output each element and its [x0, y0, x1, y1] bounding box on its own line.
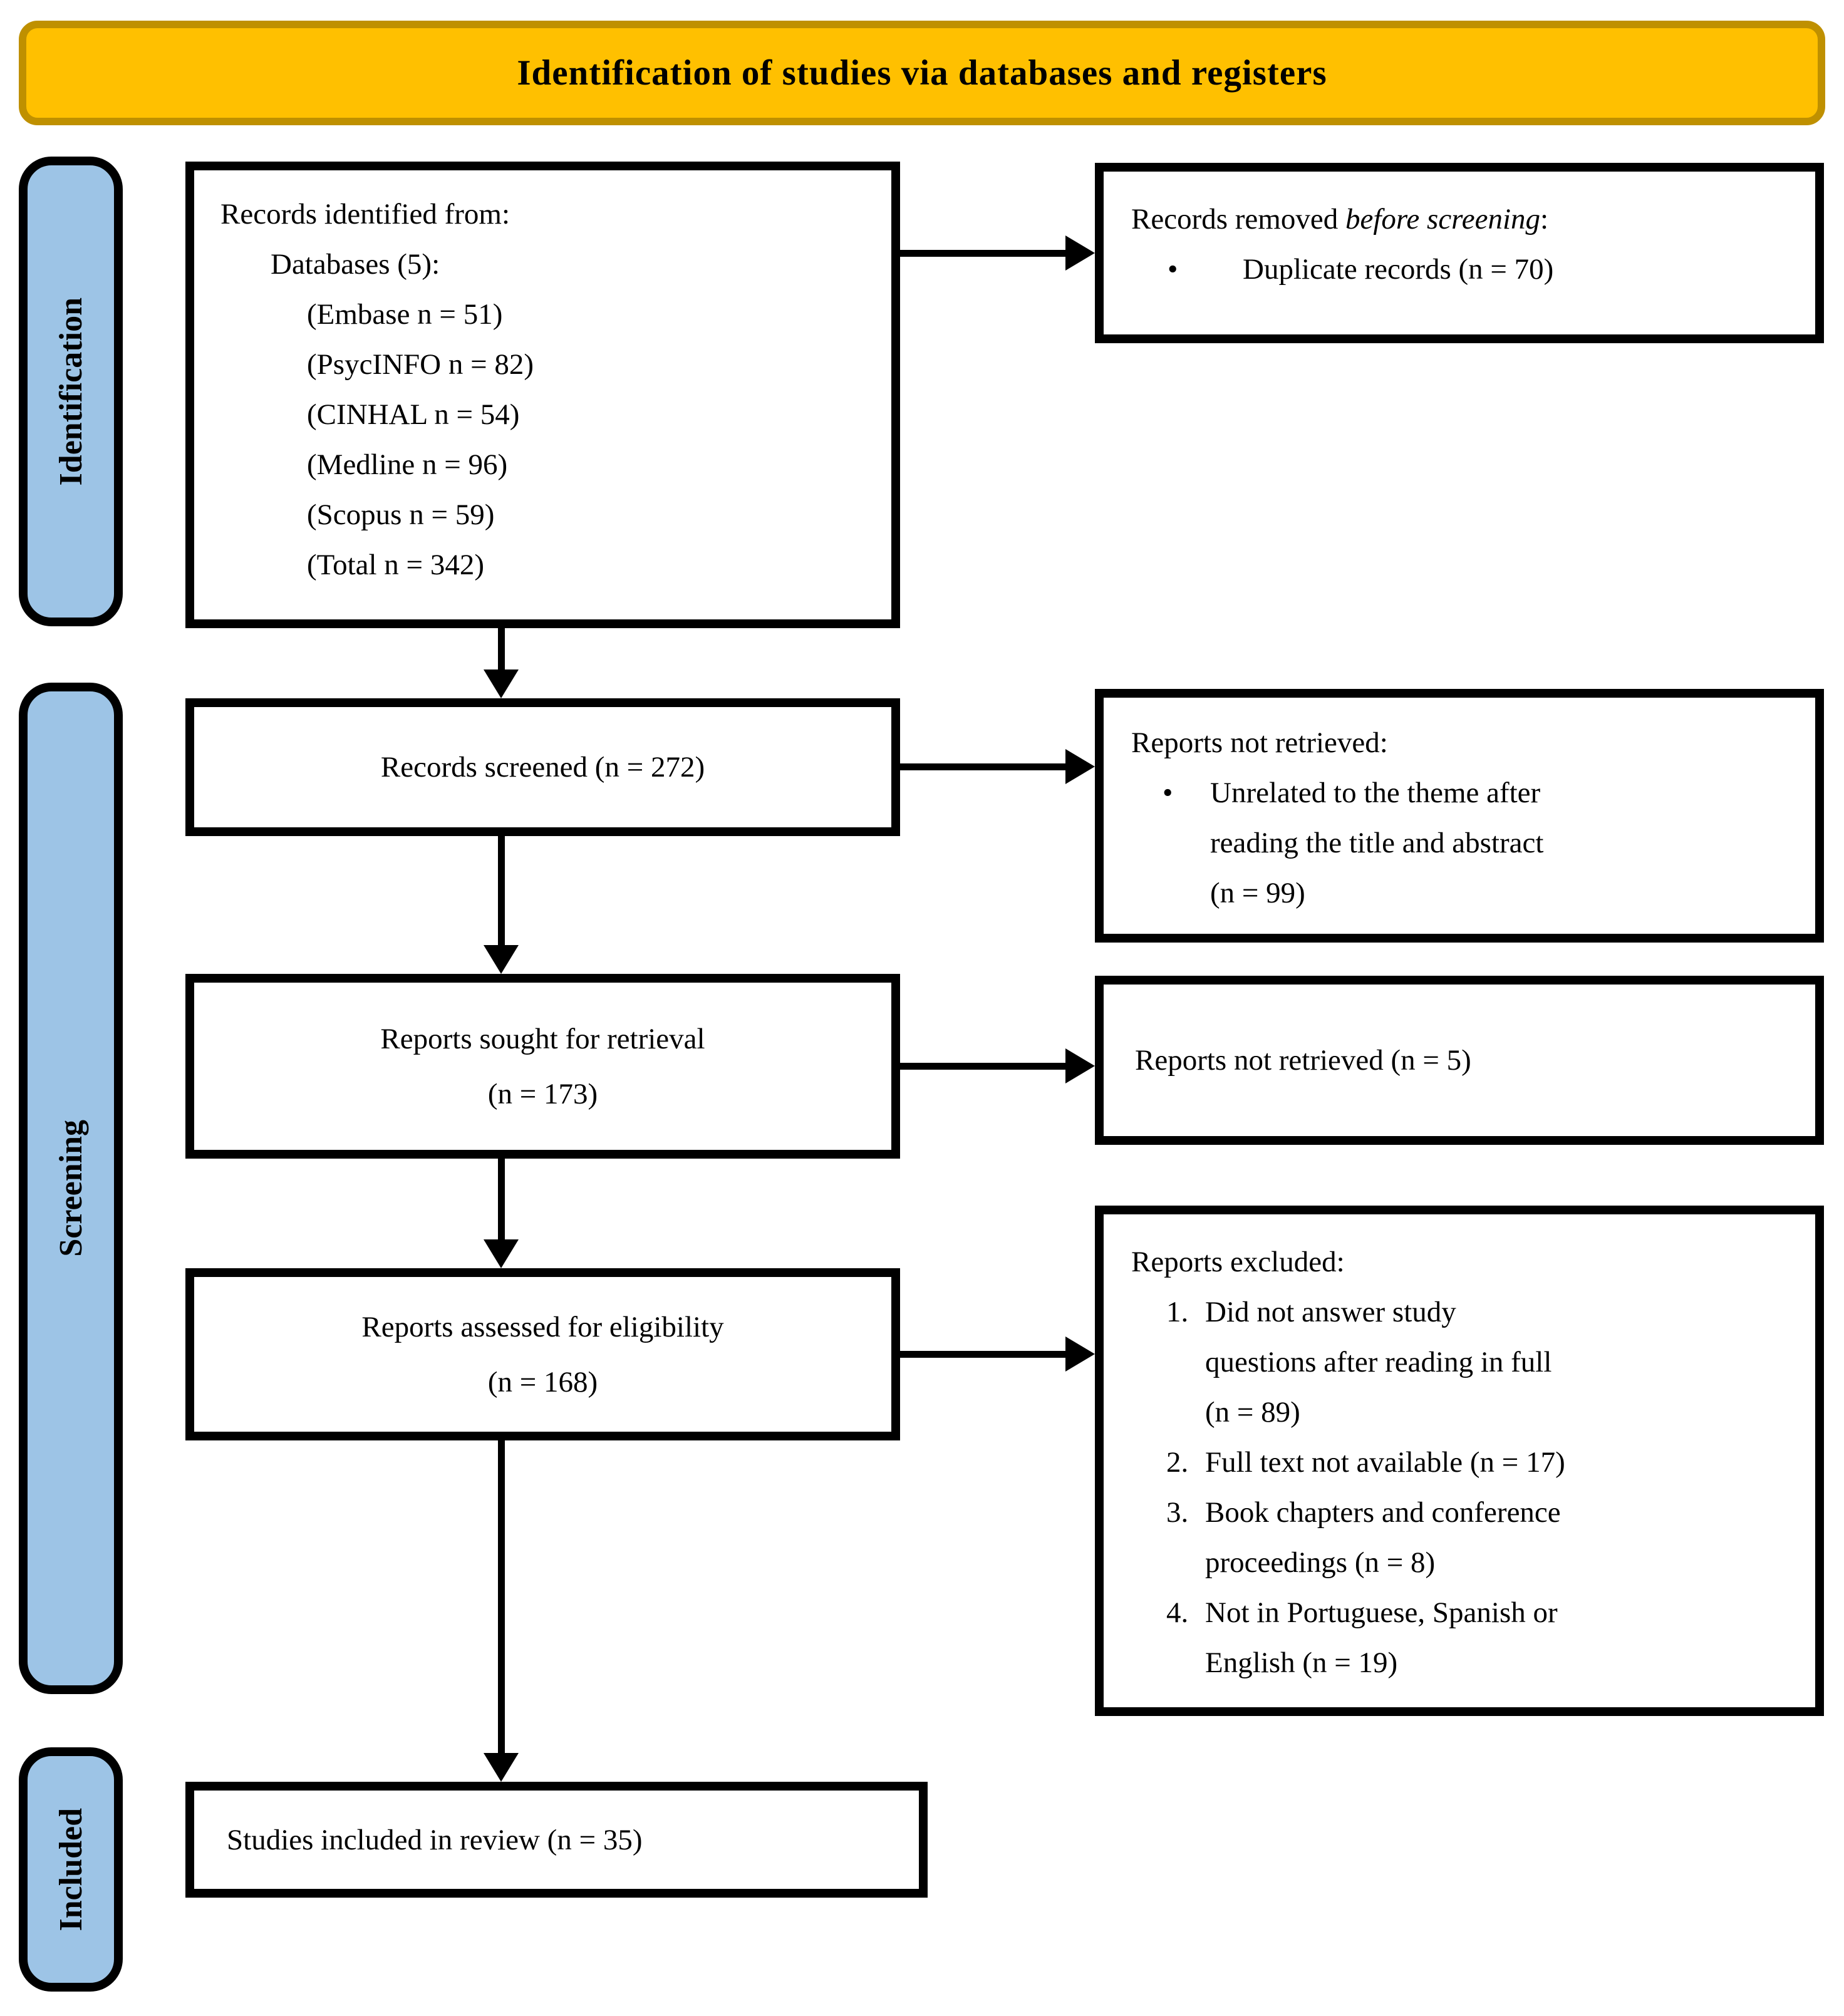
unrelated-theme-line: Unrelated to the theme after [1210, 777, 1541, 809]
database-count-line: (Embase n = 51) [307, 298, 503, 331]
excluded-item-line: proceedings (n = 8) [1205, 1546, 1436, 1579]
excluded-item-4: 4. Not in Portuguese, Spanish or English… [1131, 1588, 1805, 1688]
box-studies-included: Studies included in review (n = 35) [185, 1782, 928, 1898]
records-removed-title: Records removed before screening: [1131, 194, 1803, 244]
bullet-icon: • [1163, 777, 1173, 809]
box-records-removed-before-screening: Records removed before screening: • Dupl… [1095, 163, 1824, 343]
excluded-item-text: Book chapters and conference proceedings… [1205, 1487, 1561, 1588]
excluded-item-line: Full text not available (n = 17) [1205, 1446, 1565, 1479]
excluded-item-line: questions after reading in full [1205, 1346, 1552, 1378]
sidebar-label-identification: Identification [19, 157, 123, 626]
excluded-item-number: 4. [1166, 1596, 1189, 1629]
excluded-item-line: English (n = 19) [1205, 1646, 1398, 1679]
reports-sought-line2: (n = 173) [487, 1077, 598, 1110]
bullet-icon: • [1168, 253, 1178, 286]
arrow-head [484, 1239, 519, 1268]
arrow-line [900, 1351, 1067, 1358]
sidebar-label-screening-text: Screening [53, 1120, 89, 1257]
database-count-line: (Scopus n = 59) [307, 499, 495, 531]
box-reports-sought: Reports sought for retrieval (n = 173) [185, 974, 900, 1159]
arrow-head [1065, 235, 1095, 271]
unrelated-theme-item: • Unrelated to the theme after reading t… [1131, 768, 1805, 918]
excluded-item-number: 3. [1166, 1496, 1189, 1529]
studies-included-label: Studies included in review (n = 35) [227, 1823, 643, 1856]
box-records-screened: Records screened (n = 272) [185, 698, 900, 836]
sidebar-label-included: Included [19, 1747, 123, 1992]
arrow-head [484, 1753, 519, 1782]
reports-excluded-title: Reports excluded: [1131, 1246, 1345, 1278]
banner-title: Identification of studies via databases … [517, 53, 1327, 93]
arrow-head [1065, 1336, 1095, 1372]
excluded-item-text: Full text not available (n = 17) [1205, 1437, 1565, 1487]
excluded-item-line: Book chapters and conference [1205, 1496, 1561, 1529]
excluded-item-text: Did not answer study questions after rea… [1205, 1287, 1551, 1437]
reports-assessed-line1: Reports assessed for eligibility [361, 1310, 724, 1343]
arrow-line [498, 836, 505, 946]
database-count-line: (PsycINFO n = 82) [307, 348, 534, 381]
arrow-line [900, 250, 1067, 257]
records-removed-title-suffix: : [1540, 203, 1549, 235]
reports-not-retrieved-label: Reports not retrieved (n = 5) [1135, 1044, 1471, 1077]
arrow-head [484, 945, 519, 974]
database-count-line: (CINHAL n = 54) [307, 398, 520, 431]
arrow-line [900, 763, 1067, 770]
excluded-item-1: 1. Did not answer study questions after … [1131, 1287, 1805, 1437]
excluded-item-number: 1. [1166, 1296, 1189, 1328]
records-removed-title-prefix: Records removed [1131, 203, 1345, 235]
arrow-head [1065, 1048, 1095, 1083]
unrelated-theme-line: reading the title and abstract [1210, 827, 1544, 859]
excluded-item-line: Did not answer study [1205, 1296, 1456, 1328]
sidebar-label-included-text: Included [53, 1807, 89, 1931]
reports-sought-line1: Reports sought for retrieval [380, 1022, 705, 1055]
box-reports-assessed: Reports assessed for eligibility (n = 16… [185, 1268, 900, 1440]
records-identified-subtitle: Databases (5): [271, 248, 440, 281]
records-screened-label: Records screened (n = 272) [380, 751, 705, 783]
arrow-line [498, 1159, 505, 1241]
excluded-item-number: 2. [1166, 1446, 1189, 1479]
banner: Identification of studies via databases … [19, 21, 1825, 125]
sidebar-label-identification-text: Identification [53, 297, 89, 486]
sidebar-label-screening: Screening [19, 683, 123, 1694]
unrelated-theme-text: Unrelated to the theme after reading the… [1210, 768, 1543, 918]
box-records-identified: Records identified from: Databases (5): … [185, 162, 900, 628]
database-count-line: (Medline n = 96) [307, 448, 508, 481]
excluded-item-text: Not in Portuguese, Spanish or English (n… [1205, 1588, 1558, 1688]
reports-assessed-line2: (n = 168) [487, 1365, 598, 1398]
records-removed-title-italic: before screening [1345, 203, 1541, 235]
duplicate-records-text: Duplicate records (n = 70) [1243, 253, 1554, 286]
box-reports-not-retrieved: Reports not retrieved (n = 5) [1095, 976, 1824, 1145]
duplicate-records-item: • Duplicate records (n = 70) [1131, 244, 1803, 294]
reports-not-retrieved-theme-title: Reports not retrieved: [1131, 726, 1388, 759]
database-count-line: (Total n = 342) [307, 549, 484, 581]
arrow-head [1065, 749, 1095, 784]
excluded-item-line: Not in Portuguese, Spanish or [1205, 1596, 1558, 1629]
unrelated-theme-line: (n = 99) [1210, 877, 1305, 909]
arrow-head [484, 669, 519, 698]
excluded-item-line: (n = 89) [1205, 1396, 1300, 1429]
excluded-item-2: 2. Full text not available (n = 17) [1131, 1437, 1805, 1487]
box-reports-excluded: Reports excluded: 1. Did not answer stud… [1095, 1206, 1824, 1716]
box-reports-not-retrieved-theme: Reports not retrieved: • Unrelated to th… [1095, 689, 1824, 943]
excluded-item-3: 3. Book chapters and conference proceedi… [1131, 1487, 1805, 1588]
arrow-line [900, 1063, 1067, 1070]
records-identified-title: Records identified from: [220, 198, 510, 230]
arrow-line [498, 1440, 505, 1754]
arrow-line [498, 628, 505, 671]
